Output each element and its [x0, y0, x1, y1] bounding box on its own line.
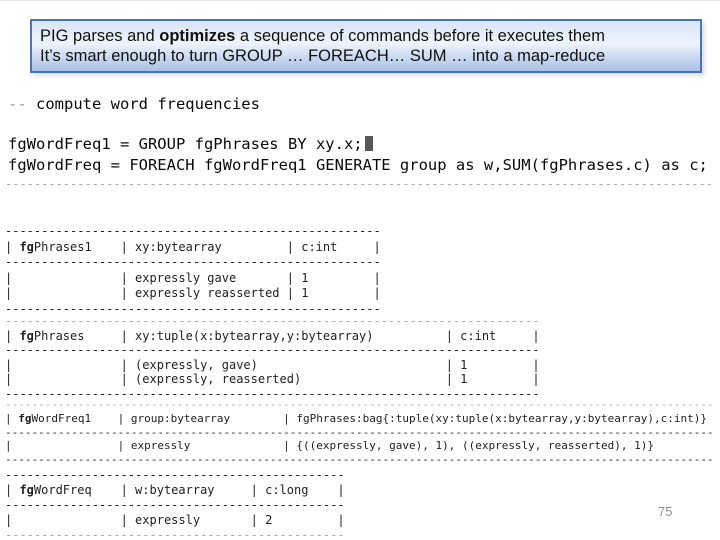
- ascii-table-line: ----------------------------------------…: [5, 528, 345, 540]
- ascii-table-line: ----------------------------------------…: [5, 386, 540, 401]
- ascii-table-line: ----------------------------------------…: [5, 301, 381, 316]
- ascii-table-line: | | expressly | {((expressly, gave), 1),…: [5, 439, 655, 453]
- ascii-table-line: ----------------------------------------…: [5, 398, 714, 411]
- ascii-table-line: ----------------------------------------…: [5, 255, 381, 269]
- ascii-table-line: ----------------------------------------…: [5, 498, 345, 512]
- ascii-table-line: | fgWordFreq1 | group:bytearray | fgPhra…: [5, 411, 708, 425]
- ascii-table-line: | | (expressly, gave) | 1 |: [5, 357, 540, 372]
- page-number: 75: [658, 504, 673, 519]
- ascii-table-line: ----------------------------------------…: [5, 468, 345, 482]
- ascii-table-line: ----------------------------------------…: [5, 343, 540, 357]
- callout-line-2: It’s smart enough to turn GROUP … FOREAC…: [40, 47, 606, 65]
- ascii-table-line: ----------------------------------------…: [5, 314, 540, 328]
- ascii-table-line: | fgPhrases1 | xy:bytearray | c:int |: [5, 239, 381, 254]
- callout-line-1: PIG parses and optimizes a sequence of c…: [40, 27, 605, 45]
- ascii-table-line: ----------------------------------------…: [5, 177, 714, 191]
- table-fgWordFreq1: ----------------------------------------…: [5, 398, 714, 467]
- code-comment: -- compute word frequencies: [8, 95, 260, 113]
- ascii-table-line: ----------------------------------------…: [5, 425, 714, 439]
- comment-dashes: --: [8, 95, 27, 113]
- callout-box: PIG parses and optimizes a sequence of c…: [30, 19, 702, 73]
- ascii-table-line: ----------------------------------------…: [5, 224, 381, 238]
- ascii-table-line: | fgWordFreq | w:bytearray | c:long |: [5, 483, 345, 497]
- ascii-table-line: | | (expressly, reasserted) | 1 |: [5, 372, 540, 386]
- comment-text: compute word frequencies: [26, 95, 260, 113]
- ascii-table-line: | fgPhrases | xy:tuple(x:bytearray,y:byt…: [5, 328, 540, 343]
- callout-bold-word: optimizes: [159, 27, 236, 45]
- table-fgWordFreq: ----------------------------------------…: [5, 468, 345, 540]
- code-statement-group: fgWordFreq1 = GROUP fgPhrases BY xy.x;: [8, 135, 373, 153]
- ascii-table-line: | | expressly | 2 |: [5, 513, 345, 527]
- ascii-table-line: ----------------------------------------…: [5, 453, 714, 467]
- table-fgPhrases: ----------------------------------------…: [5, 314, 540, 401]
- terminal-cursor-block: [364, 136, 373, 151]
- pre-output-separator: ----------------------------------------…: [5, 177, 713, 193]
- code-statement-foreach: fgWordFreq = FOREACH fgWordFreq1 GENERAT…: [8, 156, 708, 174]
- table-fgPhrases1: ----------------------------------------…: [5, 224, 381, 317]
- ascii-table-line: | | expressly reasserted | 1 |: [5, 286, 381, 300]
- ascii-table-line: | | expressly gave | 1 |: [5, 270, 381, 285]
